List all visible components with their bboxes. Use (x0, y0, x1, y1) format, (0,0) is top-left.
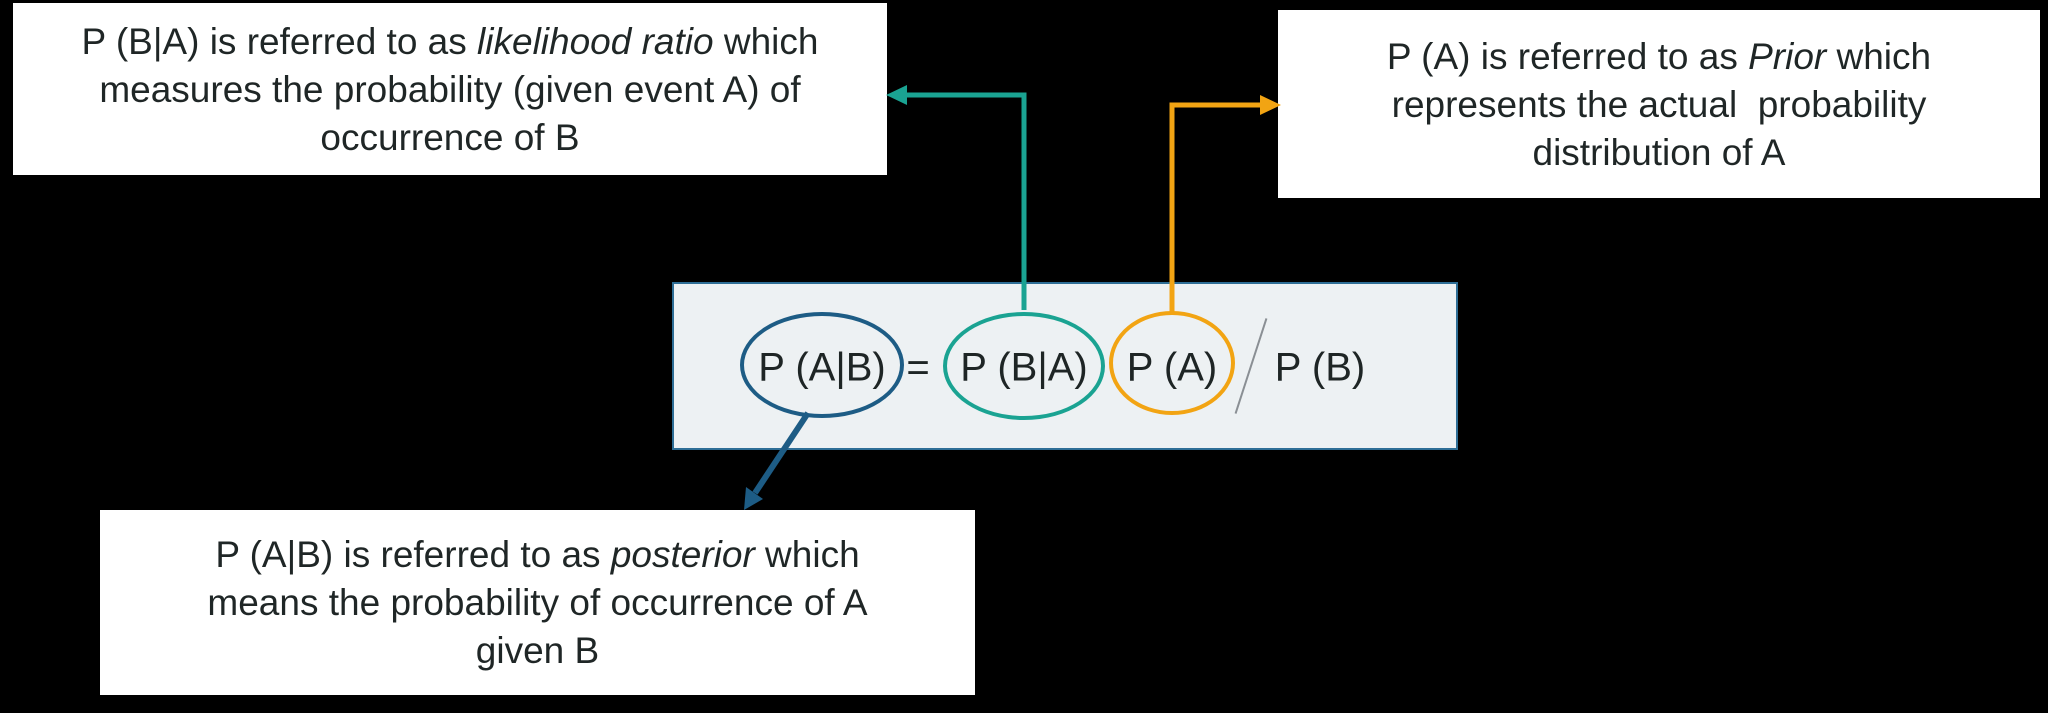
callout-posterior-term-italic: posterior (610, 534, 755, 575)
formula-posterior-term: P (A|B) (758, 345, 886, 390)
callout-posterior-line1-pre: P (A|B) is referred to as (215, 534, 611, 575)
formula-evidence-term: P (B) (1274, 345, 1366, 390)
callout-likelihood-line1-pre: P (B|A) is referred to as (81, 21, 478, 62)
callout-prior-line2: represents the actual probability (1391, 84, 1927, 125)
callout-posterior-line3: given B (475, 630, 600, 671)
callout-prior: P (A) is referred to as Prior which repr… (1278, 10, 2040, 198)
formula-prior-term: P (A) (1126, 345, 1218, 390)
prior-arrow (1169, 95, 1281, 313)
callout-posterior: P (A|B) is referred to as posterior whic… (100, 510, 975, 695)
callout-posterior-line1: P (A|B) is referred to as posterior whic… (100, 531, 975, 579)
callout-posterior-line2: means the probability of occurrence of A (207, 582, 868, 623)
callout-likelihood-term-italic: likelihood ratio (477, 21, 714, 62)
prior-circle (1109, 311, 1235, 415)
callout-likelihood-line1-post: which (713, 21, 819, 62)
callout-posterior-line1-post: which (754, 534, 860, 575)
likelihood-arrow (886, 85, 1027, 310)
callout-prior-line1: P (A) is referred to as Prior which (1278, 33, 2040, 81)
posterior-circle (740, 312, 904, 418)
callout-prior-line1-pre: P (A) is referred to as (1386, 36, 1749, 77)
formula-likelihood-term: P (B|A) (960, 345, 1088, 390)
callout-prior-term-italic: Prior (1748, 36, 1827, 77)
likelihood-circle (943, 312, 1105, 420)
callout-likelihood: P (B|A) is referred to as likelihood rat… (13, 3, 887, 175)
callout-likelihood-line2: measures the probability (given event A)… (99, 69, 801, 110)
callout-likelihood-line1: P (B|A) is referred to as likelihood rat… (13, 18, 887, 66)
callout-prior-line1-post: which (1826, 36, 1932, 77)
callout-likelihood-line3: occurrence of B (320, 117, 580, 158)
formula-equals-sign: = (906, 345, 930, 390)
callout-prior-line3: distribution of A (1532, 132, 1786, 173)
